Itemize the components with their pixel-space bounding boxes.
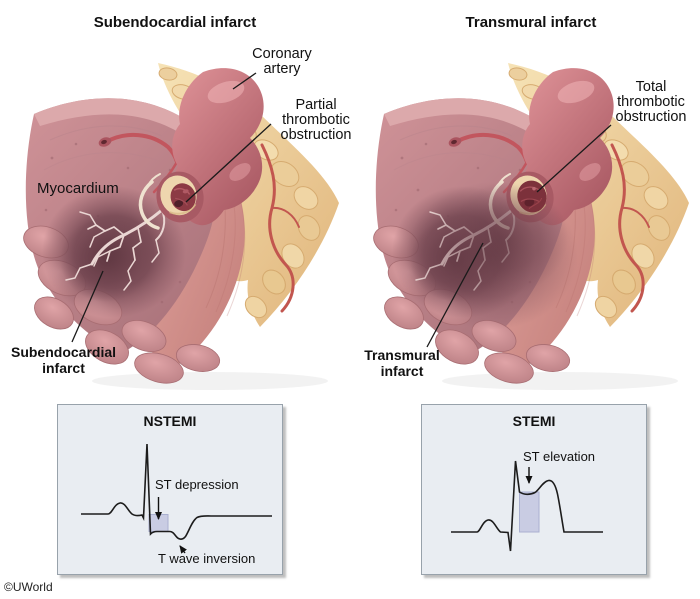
coronary-artery-label: Coronary artery [237, 47, 327, 77]
label-line: infarct [42, 359, 85, 376]
copyright-text: ©UWorld [4, 580, 53, 594]
t-wave-inversion-label: T wave inversion [158, 551, 256, 566]
subendocardial-infarct-label: Subendocardial infarct [3, 344, 124, 376]
up-left-arrow-icon [179, 545, 187, 554]
transmural-infarct-label: Transmural infarct [352, 347, 452, 379]
nstemi-ecg-trace [81, 443, 272, 554]
left-panel-title: Subendocardial infarct [93, 14, 257, 31]
stemi-ecg-panel: STEMI ST elevation [421, 404, 647, 575]
nstemi-title: NSTEMI [143, 413, 197, 429]
ecg-waveform [81, 443, 272, 540]
label-line: Total [635, 79, 667, 95]
label-line: thrombotic [282, 112, 350, 128]
right-panel-title: Transmural infarct [465, 14, 597, 31]
st-elevation-label: ST elevation [523, 449, 596, 464]
label-line: Coronary [252, 46, 312, 62]
label-line: artery [263, 61, 301, 77]
st-depression-label: ST depression [155, 477, 239, 492]
total-obstruction-label: Total thrombotic obstruction [606, 80, 696, 125]
label-line: obstruction [615, 109, 687, 125]
label-line: Transmural [364, 347, 440, 363]
ecg-waveform [451, 460, 603, 552]
label-line: Partial [295, 97, 337, 113]
stemi-ecg-trace [451, 460, 603, 552]
stemi-title: STEMI [512, 413, 556, 429]
label-line: thrombotic [617, 94, 685, 110]
myocardium-label: Myocardium [37, 180, 119, 197]
nstemi-ecg-panel: NSTEMI ST depression T wave inversion [57, 404, 283, 575]
st-elevation-shade [519, 491, 540, 533]
label-line: obstruction [280, 127, 352, 143]
label-line: Subendocardial [10, 344, 117, 360]
partial-obstruction-label: Partial thrombotic obstruction [271, 98, 361, 143]
label-line: infarct [380, 362, 424, 379]
